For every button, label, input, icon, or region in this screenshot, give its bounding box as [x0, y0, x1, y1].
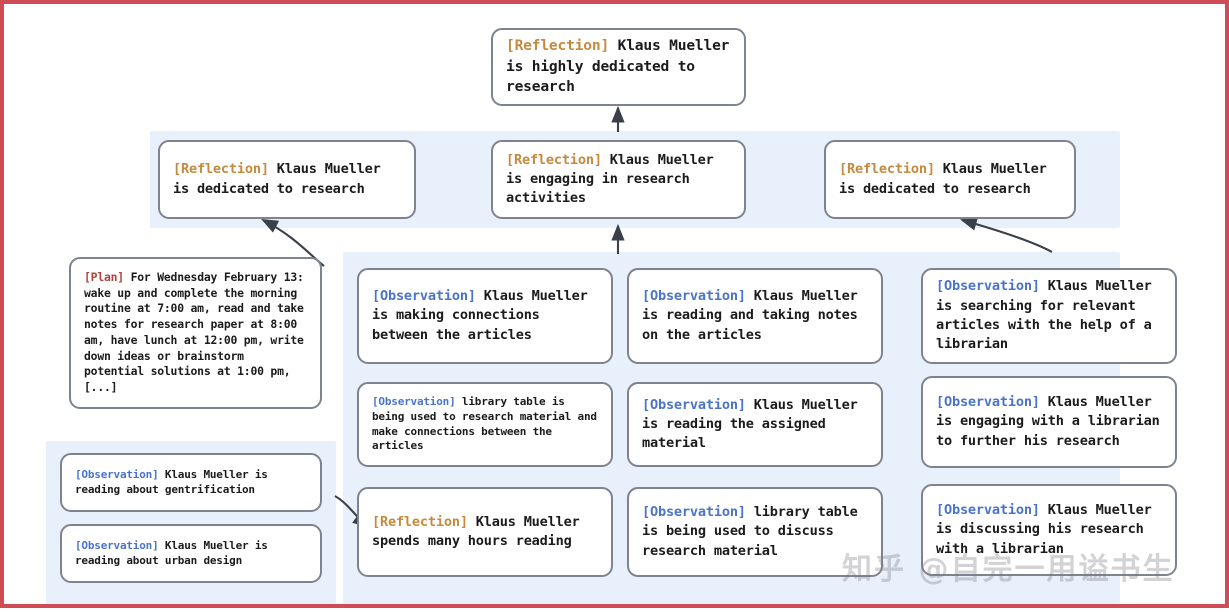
tag-reflection: [Reflection] — [506, 151, 602, 168]
node-text: Klaus Mueller spends many hours reading — [372, 513, 580, 549]
node-col1-reflection[interactable]: [Reflection] Klaus Mueller spends many h… — [357, 487, 613, 577]
node-root-reflection[interactable]: [Reflection] Klaus Mueller is highly ded… — [491, 28, 746, 106]
tag-observation: [Observation] — [936, 394, 1040, 411]
node-text: Klaus Mueller is reading about urban des… — [75, 538, 268, 567]
tag-observation: [Observation] — [642, 396, 746, 413]
node-text: Klaus Mueller is discussing his research… — [936, 502, 1152, 557]
node-col3-observation-1[interactable]: [Observation] Klaus Mueller is searching… — [921, 268, 1177, 364]
tag-observation: [Observation] — [75, 538, 159, 552]
node-col2-observation-2[interactable]: [Observation] Klaus Mueller is reading t… — [627, 382, 883, 467]
node-col3-observation-2[interactable]: [Observation] Klaus Mueller is engaging … — [921, 376, 1177, 468]
node-text: library table is being used to discuss r… — [642, 504, 858, 559]
tag-observation: [Observation] — [75, 467, 159, 481]
tag-observation: [Observation] — [936, 502, 1040, 519]
node-col2-observation-1[interactable]: [Observation] Klaus Mueller is reading a… — [627, 268, 883, 364]
tag-reflection: [Reflection] — [173, 161, 269, 178]
node-reflection-3[interactable]: [Reflection] Klaus Mueller is dedicated … — [824, 140, 1076, 219]
node-plan[interactable]: [Plan] For Wednesday February 13: wake u… — [69, 257, 322, 409]
node-col1-observation-1[interactable]: [Observation] Klaus Mueller is making co… — [357, 268, 613, 364]
node-reflection-2[interactable]: [Reflection] Klaus Mueller is engaging i… — [491, 140, 746, 219]
node-left-observation-1[interactable]: [Observation] Klaus Mueller is reading a… — [60, 453, 322, 512]
tag-observation: [Observation] — [642, 288, 746, 305]
node-col3-observation-3[interactable]: [Observation] Klaus Mueller is discussin… — [921, 484, 1177, 576]
node-text: Klaus Mueller is reading about gentrific… — [75, 467, 268, 496]
tag-observation: [Observation] — [372, 288, 476, 305]
node-text: Klaus Mueller is engaging with a librari… — [936, 394, 1160, 449]
node-text: Klaus Mueller is making connections betw… — [372, 288, 588, 343]
tag-observation: [Observation] — [372, 395, 456, 409]
node-text: Klaus Mueller is dedicated to research — [839, 161, 1047, 197]
node-text: Klaus Mueller is engaging in research ac… — [506, 151, 714, 207]
node-text: Klaus Mueller is searching for relevant … — [936, 278, 1152, 353]
node-text: library table is being used to research … — [372, 395, 597, 453]
tag-observation: [Observation] — [642, 504, 746, 521]
tag-reflection: [Reflection] — [839, 161, 935, 178]
node-text: Klaus Mueller is reading the assigned ma… — [642, 396, 858, 452]
tag-reflection: [Reflection] — [506, 36, 610, 54]
tag-reflection: [Reflection] — [372, 513, 468, 530]
node-col2-observation-3[interactable]: [Observation] library table is being use… — [627, 487, 883, 577]
node-text: Klaus Mueller is highly dedicated to res… — [506, 36, 730, 96]
tag-plan: [Plan] — [84, 270, 124, 284]
tag-observation: [Observation] — [936, 278, 1040, 295]
node-text: For Wednesday February 13: wake up and c… — [84, 270, 304, 395]
node-left-observation-2[interactable]: [Observation] Klaus Mueller is reading a… — [60, 524, 322, 583]
node-text: Klaus Mueller is dedicated to research — [173, 161, 381, 197]
node-text: Klaus Mueller is reading and taking note… — [642, 288, 858, 343]
node-reflection-1[interactable]: [Reflection] Klaus Mueller is dedicated … — [158, 140, 416, 219]
node-col1-observation-2[interactable]: [Observation] library table is being use… — [357, 382, 613, 467]
